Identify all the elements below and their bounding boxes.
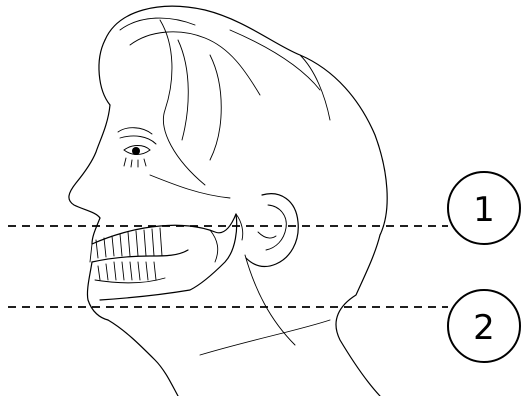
eye [118,128,156,167]
neck-outline [108,235,380,396]
marker-1: 1 [448,172,520,244]
marker-1-label: 1 [473,190,495,230]
cheek-contour [150,175,230,198]
face-profile [69,105,110,320]
hair-outline [99,6,387,235]
marker-2: 2 [448,290,520,362]
ear [246,194,298,267]
marker-2-label: 2 [473,308,495,348]
